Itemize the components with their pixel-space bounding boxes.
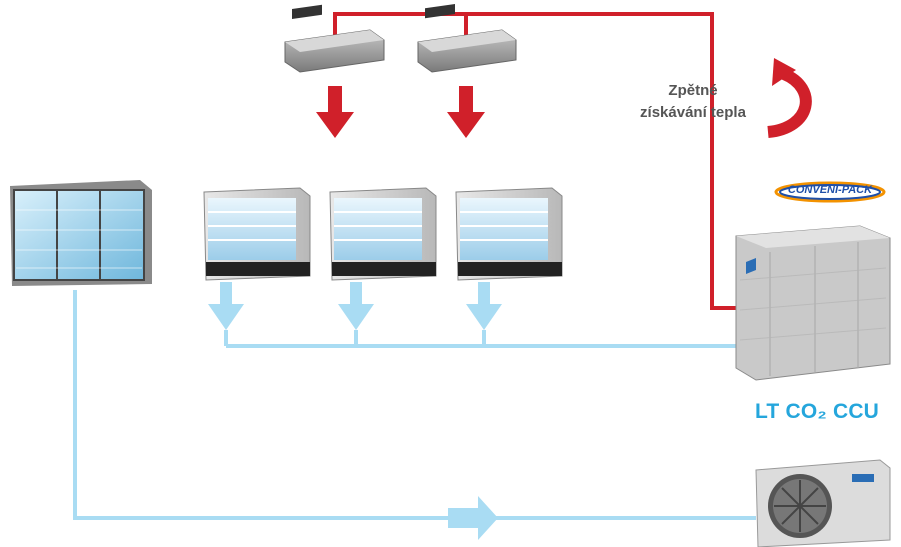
display-case-1 xyxy=(203,187,311,281)
condensing-unit xyxy=(755,459,891,547)
heat-recovery-line1: Zpětné xyxy=(668,82,718,99)
heat-recovery-pipe xyxy=(333,12,738,310)
heat-recovery-line2: získávání tepla xyxy=(640,104,746,121)
logo-text: CONVENI-PACK xyxy=(787,184,873,196)
display-case-2 xyxy=(329,187,437,281)
ceiling-unit-left xyxy=(284,4,385,73)
ccu-label: LT CO₂ CCU xyxy=(754,400,880,423)
freezer-cabinet xyxy=(10,180,152,286)
warm-air-arrow-right xyxy=(447,86,485,138)
heat-recovery-arrow-icon xyxy=(767,58,812,138)
cold-arrow-3 xyxy=(466,282,502,330)
heat-recovery-label: Zpětné získávání tepla xyxy=(628,80,758,124)
brand-logo-icon xyxy=(746,258,756,274)
cold-arrow-2 xyxy=(338,282,374,330)
flow-arrow-icon xyxy=(448,496,498,540)
cold-arrow-1 xyxy=(208,282,244,330)
display-case-3 xyxy=(455,187,563,281)
conveni-pack-logo: CONVENI-PACK xyxy=(772,180,888,204)
ceiling-unit-right xyxy=(417,4,517,73)
conveni-pack-unit xyxy=(735,225,891,381)
logo-swoosh-icon xyxy=(774,181,886,203)
warm-air-arrow-left xyxy=(316,86,354,138)
cold-pipe-network xyxy=(73,290,756,520)
